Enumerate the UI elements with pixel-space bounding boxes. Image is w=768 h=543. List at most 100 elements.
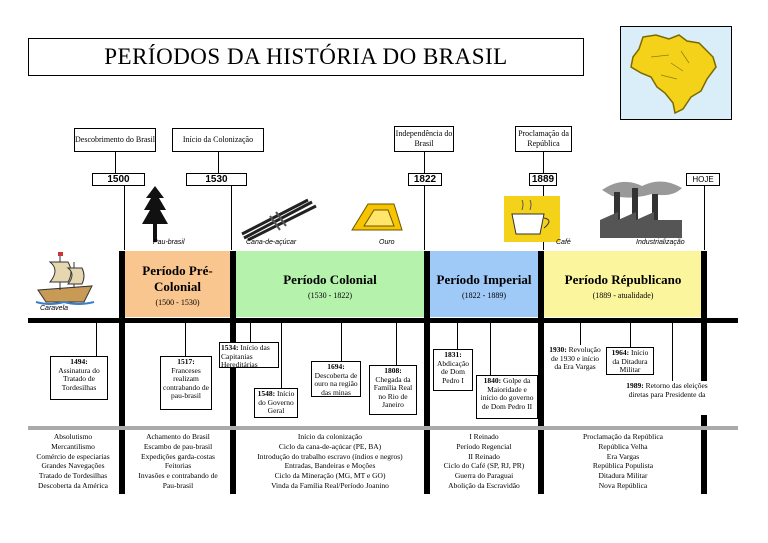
period-pre-colonial: Período Pré-Colonial (1500 - 1530) — [122, 251, 233, 317]
event-year: 1808: — [384, 366, 402, 375]
event-1840: 1840: Golpe da Maioridade e início do go… — [476, 375, 538, 419]
list-item: Ciclo do Café (SP, RJ, PR) — [443, 461, 525, 471]
period-title: Período Colonial — [283, 272, 377, 287]
event-text: Início das Capitanias Hereditárias — [221, 343, 270, 369]
event-1494: 1494:Assinatura do Tratado de Tordesilha… — [50, 356, 108, 400]
list-item: II Reinado — [468, 451, 500, 461]
event-line — [580, 323, 581, 345]
divider-1889 — [538, 251, 544, 494]
list-item: Escambo de pau-brasil — [143, 441, 213, 451]
period-imperial: Período Imperial (1822 - 1889) — [427, 251, 541, 317]
list-item: República Populista — [592, 461, 654, 471]
gold-label: Ouro — [379, 239, 395, 246]
event-1989: 1989: Retorno das eleições diretas para … — [624, 381, 710, 415]
event-line — [396, 323, 397, 365]
event-year: 1831: — [444, 350, 462, 359]
period-dates: (1530 - 1822) — [308, 291, 352, 300]
industry-label: Industrialização — [636, 239, 685, 246]
coffee-cup-image — [504, 196, 560, 242]
list-item: Ditadura Militar — [598, 471, 648, 481]
arrow-line — [704, 186, 705, 250]
list-item: Grandes Navegações — [41, 461, 105, 471]
coffee-label: Café — [556, 239, 571, 246]
list-item: Ciclo da Mineração (MG, MT e GO) — [274, 471, 386, 481]
list-item: Tratado de Tordesilhas — [38, 471, 108, 481]
list-item: Feitorias — [164, 461, 192, 471]
list-pre-colonial: Achamento do Brasil Escambo de pau-brasi… — [126, 432, 230, 491]
list-item: Nova República — [598, 480, 648, 490]
gold-bars-image — [351, 203, 403, 231]
event-line — [185, 323, 186, 356]
event-line — [457, 323, 458, 349]
event-1964: 1964: Início da Ditadura Militar — [606, 347, 654, 375]
year-hoje: HOJE — [686, 173, 720, 186]
list-imperial: I Reinado Período Regencial II Reinado C… — [431, 432, 537, 491]
event-1534: 1534: Início das Capitanias Hereditárias — [219, 342, 279, 369]
event-line — [672, 323, 673, 381]
list-republicano: Proclamação da República República Velha… — [545, 432, 701, 491]
event-box-colonizacao: Início da Colonização — [172, 128, 264, 152]
period-dates: (1822 - 1889) — [462, 291, 506, 300]
sugarcane-image — [241, 198, 317, 242]
caravel-label: Caravela — [40, 305, 69, 312]
event-1694: 1694:Descoberta de ouro na região das mi… — [311, 361, 361, 397]
list-item: Expedições garda-costas — [141, 451, 215, 461]
event-line — [630, 323, 631, 347]
event-text: Revolução de 1930 e início da Era Vargas — [550, 345, 601, 371]
caravel-image — [35, 252, 95, 305]
period-dates: (1889 - atualidade) — [592, 291, 654, 300]
period-title: Período Républicano — [564, 272, 682, 287]
period-republicano: Período Républicano (1889 - atualidade) — [541, 251, 705, 317]
event-1930: 1930: Revolução de 1930 e início da Era … — [548, 345, 602, 381]
list-item: Invasões e contrabando de — [138, 471, 218, 481]
event-year: 1534: — [221, 343, 239, 352]
event-year: 1840: — [483, 376, 502, 385]
brazil-map-image — [620, 26, 732, 120]
event-line — [341, 323, 342, 361]
period-colonial: Período Colonial (1530 - 1822) — [233, 251, 427, 317]
year-1530: 1530 — [186, 173, 247, 186]
arrow-line — [424, 186, 425, 250]
event-text: Franceses realizam contrabando de pau-br… — [162, 365, 210, 400]
event-1808: 1808:Chegada da Família Real no Rio de J… — [369, 365, 417, 415]
list-item: Início da colonização — [297, 432, 363, 441]
divider-hoje — [701, 251, 707, 494]
list-item: Introdução do trabalho escravo (índios e… — [257, 451, 403, 461]
event-year: 1964: — [611, 348, 630, 357]
pau-brasil-tree-image — [142, 186, 168, 242]
event-text: Golpe da Maioridade e início do governo … — [480, 376, 534, 411]
event-line — [250, 323, 251, 345]
list-item: Ciclo da cana-de-açúcar (PE, BA) — [278, 441, 382, 451]
event-year: 1694: — [327, 362, 345, 371]
list-item: Guerra do Paraguai — [454, 471, 514, 481]
list-item: Vinda da Família Real/Período Joanino — [271, 480, 389, 490]
arrow-line — [231, 186, 232, 250]
divider-1530 — [230, 251, 236, 494]
event-text: Início do Governo Geral — [258, 389, 295, 415]
list-item: Pau-brasil — [162, 480, 194, 490]
list-contexto: Absolutismo Mercantilismo Comércio de es… — [28, 432, 118, 491]
event-1831: 1831:Abdicação de Dom Pedro I — [433, 349, 473, 391]
year-1500: 1500 — [92, 173, 145, 186]
list-item: Comércio de especiarias — [36, 451, 110, 461]
page-title: PERÍODOS DA HISTÓRIA DO BRASIL — [28, 38, 584, 76]
event-year: 1930: — [549, 345, 567, 354]
list-item: Proclamação da República — [583, 432, 663, 441]
list-item: Era Vargas — [606, 451, 640, 461]
event-1548: 1548: Início do Governo Geral — [254, 388, 298, 418]
arrow-line — [124, 186, 125, 250]
period-title: Período Pré-Colonial — [142, 263, 213, 294]
event-line — [490, 323, 491, 375]
year-1822: 1822 — [408, 173, 442, 186]
event-year: 1517: — [177, 357, 195, 366]
list-item: Período Regencial — [456, 441, 512, 451]
event-box-descobrimento: Descobrimento do Brasil — [74, 128, 156, 152]
connector-line — [424, 152, 425, 173]
event-text: Retorno das eleições diretas para Presid… — [628, 381, 708, 399]
event-text: Início da Ditadura Militar — [612, 348, 649, 374]
connector-line — [218, 152, 219, 173]
event-1517: 1517:Franceses realizam contrabando de p… — [160, 356, 212, 410]
list-item: I Reinado — [469, 432, 499, 441]
list-item: Entradas, Bandeiras e Moções — [284, 461, 376, 471]
timeline-bar — [28, 318, 738, 323]
